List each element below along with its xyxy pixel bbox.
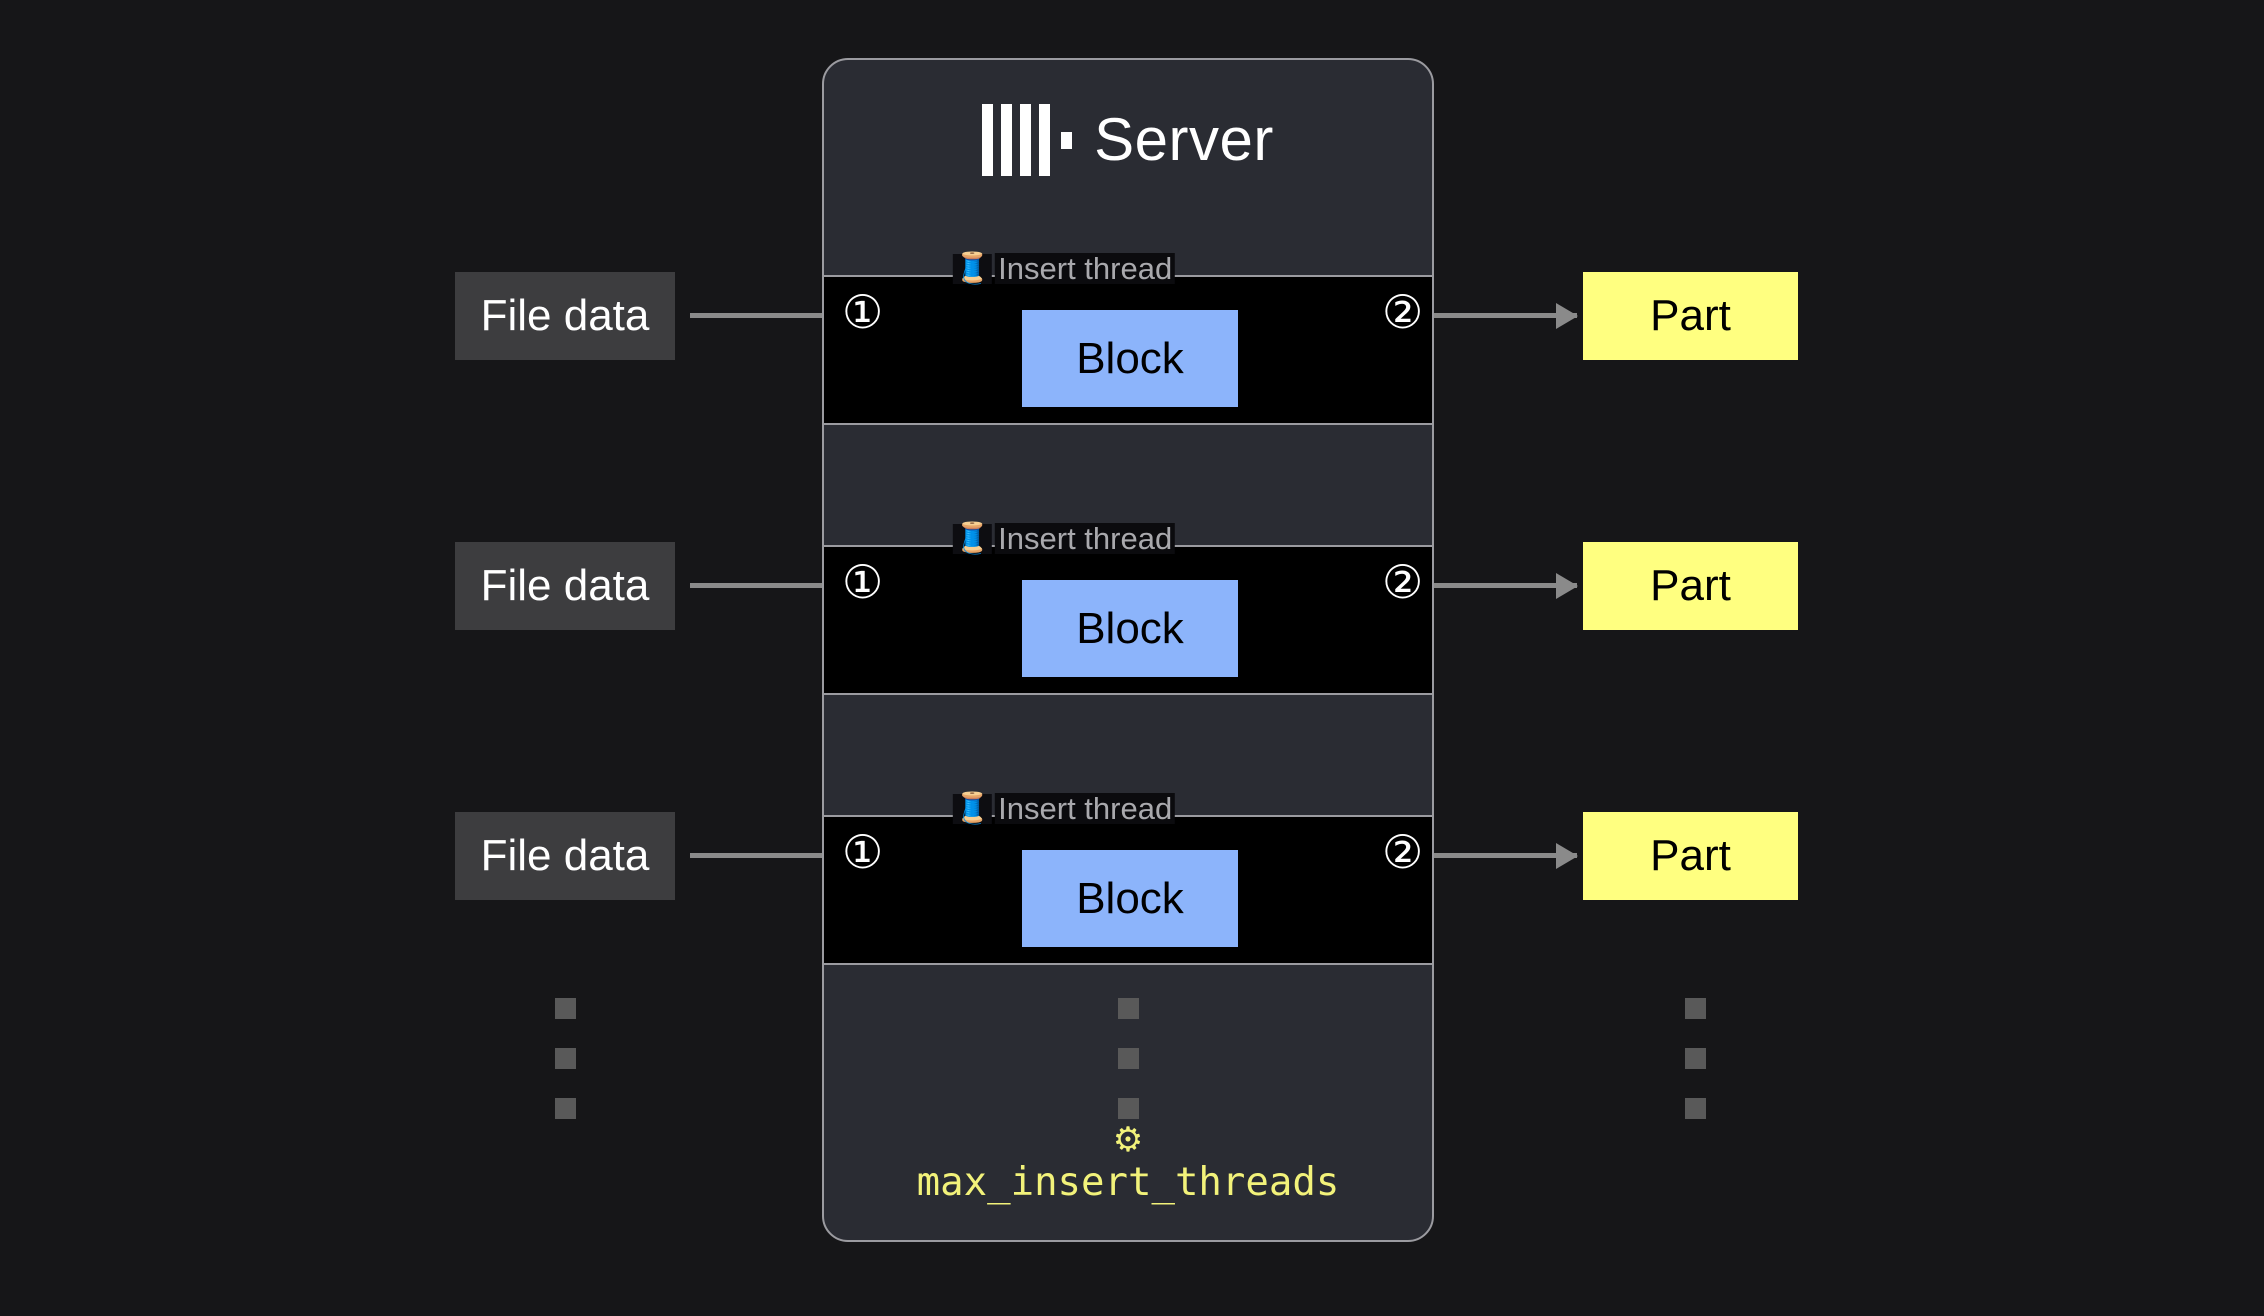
part-box-1: Part — [1583, 272, 1798, 360]
file-data-label: File data — [480, 291, 650, 340]
logo-bar — [1020, 104, 1032, 176]
file-data-box-1: File data — [455, 272, 675, 360]
logo-bar — [1039, 104, 1051, 176]
step-number-in-3: ① — [842, 825, 884, 879]
block-label: Block — [1076, 873, 1184, 923]
ellipsis-square — [1685, 998, 1706, 1019]
ellipsis-center — [1118, 998, 1139, 1119]
step-number-out-1: ② — [1382, 285, 1424, 339]
thread-spool-icon: 🧵 — [952, 791, 993, 825]
ellipsis-square — [1118, 1048, 1139, 1069]
clickhouse-logo-icon — [982, 104, 1073, 176]
setting-footer: ⚙ max_insert_threads — [824, 1123, 1432, 1202]
ellipsis-left — [555, 998, 576, 1119]
logo-bar — [982, 104, 994, 176]
block-box-3: Block — [1022, 850, 1238, 947]
insert-thread-label-2: 🧵 Insert thread — [952, 521, 1176, 555]
insert-thread-box-1: 🧵 Insert thread ① ② Block — [824, 253, 1432, 425]
insert-thread-box-2: 🧵 Insert thread ① ② Block — [824, 523, 1432, 695]
insert-thread-text: Insert thread — [995, 793, 1176, 824]
insert-thread-text: Insert thread — [995, 253, 1176, 284]
server-header: Server — [824, 60, 1432, 220]
file-data-box-2: File data — [455, 542, 675, 630]
part-box-2: Part — [1583, 542, 1798, 630]
logo-dot — [1061, 131, 1073, 149]
thread-spool-icon: 🧵 — [952, 251, 993, 285]
ellipsis-square — [1118, 998, 1139, 1019]
insert-thread-label-1: 🧵 Insert thread — [952, 251, 1176, 285]
step-number-in-2: ① — [842, 555, 884, 609]
server-card: Server 🧵 Insert thread ① ② Block 🧵 Inser… — [822, 58, 1434, 1242]
file-data-label: File data — [480, 561, 650, 610]
ellipsis-square — [1685, 1098, 1706, 1119]
part-label: Part — [1650, 291, 1731, 340]
ellipsis-square — [555, 1048, 576, 1069]
file-data-label: File data — [480, 831, 650, 880]
ellipsis-square — [1685, 1048, 1706, 1069]
setting-name: max_insert_threads — [916, 1160, 1340, 1205]
step-number-out-3: ② — [1382, 825, 1424, 879]
step-number-in-1: ① — [842, 285, 884, 339]
logo-bar — [1001, 104, 1013, 176]
insert-thread-text: Insert thread — [995, 523, 1176, 554]
file-data-box-3: File data — [455, 812, 675, 900]
part-label: Part — [1650, 831, 1731, 880]
server-title: Server — [1094, 106, 1274, 173]
ellipsis-square — [555, 1098, 576, 1119]
gear-icon: ⚙ — [1112, 1121, 1144, 1159]
block-box-1: Block — [1022, 310, 1238, 407]
ellipsis-square — [555, 998, 576, 1019]
block-box-2: Block — [1022, 580, 1238, 677]
block-label: Block — [1076, 603, 1184, 653]
insert-thread-label-3: 🧵 Insert thread — [952, 791, 1176, 825]
block-label: Block — [1076, 333, 1184, 383]
insert-thread-box-3: 🧵 Insert thread ① ② Block — [824, 793, 1432, 965]
thread-spool-icon: 🧵 — [952, 521, 993, 555]
part-box-3: Part — [1583, 812, 1798, 900]
part-label: Part — [1650, 561, 1731, 610]
step-number-out-2: ② — [1382, 555, 1424, 609]
logo-dot-wrap — [1061, 104, 1073, 176]
ellipsis-square — [1118, 1098, 1139, 1119]
ellipsis-right — [1685, 998, 1706, 1119]
